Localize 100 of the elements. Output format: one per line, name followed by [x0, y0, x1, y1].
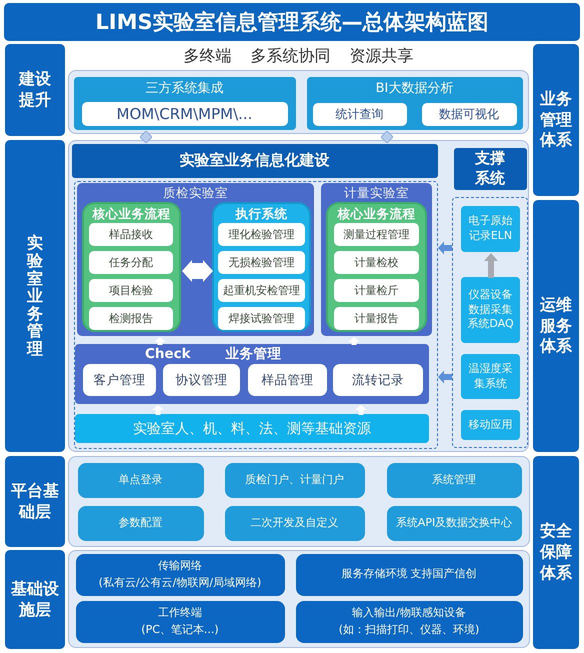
function-card	[163, 364, 240, 396]
panel-title: 业务管理	[226, 346, 282, 363]
platform-label: 质检门户、计量门户	[245, 472, 344, 488]
arrow	[487, 253, 495, 278]
infrastructure-title: 输入输出/物联感知设备	[352, 606, 466, 620]
process-step-card	[218, 307, 305, 330]
group-title: 核心业务流程	[92, 205, 170, 222]
step-label: 焊接试验管理	[228, 311, 294, 326]
infrastructure-detail: (私有云/公有云/物联网/局域网络)	[98, 576, 262, 590]
support-card	[461, 354, 520, 399]
process-step-card	[334, 223, 419, 246]
function-label: 样品管理	[262, 372, 314, 388]
double-arrow	[182, 263, 213, 279]
step-label: 检测报告	[109, 311, 153, 326]
process-step-card	[218, 251, 305, 274]
step-label: 计量检校	[354, 255, 398, 270]
process-group-panel	[82, 202, 181, 332]
platform-card	[386, 462, 522, 498]
resource-bar	[75, 414, 429, 443]
lab-title: 计量实验室	[344, 185, 409, 201]
section-title: 支撑系统	[475, 149, 505, 188]
platform-label: 二次开发及自定义	[250, 516, 338, 530]
layer-label: 建设提升	[19, 69, 51, 111]
lab-panel	[321, 183, 432, 336]
infrastructure-card	[296, 600, 522, 642]
step-label: 无损检验管理	[228, 255, 294, 270]
dashed-group-frame	[452, 196, 528, 448]
layer-label: 业务管理体系	[540, 88, 572, 152]
support-label: 电子原始记录ELN	[468, 214, 514, 244]
step-label: 计量检斤	[354, 283, 398, 298]
support-card	[461, 277, 520, 343]
layer-sidebar	[533, 200, 579, 452]
function-card	[83, 364, 156, 396]
process-step-card	[334, 279, 419, 302]
module-title: BI大数据分析	[376, 80, 454, 96]
function-card	[248, 364, 327, 396]
business-panel	[75, 344, 429, 404]
step-label: 项目检验	[109, 283, 153, 298]
section-title: 实验室业务信息化建设	[180, 151, 330, 170]
platform-label: 系统管理	[432, 472, 476, 488]
infrastructure-detail: (PC、笔记本...)	[141, 622, 219, 638]
infrastructure-title: 传输网络	[158, 558, 202, 574]
platform-card	[386, 506, 522, 540]
module-title: 三方系统集成	[146, 80, 224, 96]
group-title: 执行系统	[236, 205, 288, 222]
panel-title: Check	[145, 346, 191, 363]
process-step-card	[334, 307, 419, 330]
item-card	[312, 102, 406, 126]
process-group-panel	[326, 202, 427, 332]
function-label: 流转记录	[352, 372, 404, 388]
platform-card	[224, 462, 364, 498]
process-step-card	[89, 223, 173, 246]
step-label: 理化检验管理	[228, 227, 294, 242]
layer-label: 安全保障体系	[540, 521, 572, 584]
support-card	[461, 206, 520, 252]
platform-card	[224, 506, 364, 540]
layer-sidebar	[533, 456, 579, 649]
process-step-card	[218, 223, 305, 246]
process-step-card	[89, 251, 173, 274]
layer-sidebar	[5, 44, 65, 136]
function-label: 协议管理	[176, 372, 228, 388]
infrastructure-card	[76, 600, 284, 642]
layer-panel	[68, 456, 530, 547]
process-step-card	[334, 251, 419, 274]
function-label: 客户管理	[94, 372, 146, 388]
step-label: 样品接收	[109, 227, 153, 242]
layer-sidebar	[5, 456, 65, 547]
diagram-title: LIMS实验室信息管理系统—总体架构蓝图	[95, 9, 489, 36]
section-header-bar	[454, 148, 526, 190]
layer-label: 基础设施层	[11, 578, 59, 620]
infrastructure-card	[76, 554, 284, 596]
process-step-card	[89, 279, 173, 302]
lab-panel	[77, 183, 314, 336]
platform-label: 单点登录	[118, 472, 162, 488]
layer-label: 实验室业务管理	[27, 234, 43, 358]
function-card	[333, 364, 423, 396]
layer-sidebar	[5, 550, 65, 649]
infrastructure-title: 工作终端	[158, 606, 202, 620]
group-title: 核心业务流程	[338, 205, 416, 222]
support-label: 仪器设备数据采集系统DAQ	[466, 288, 515, 332]
process-group-panel	[212, 202, 311, 332]
layer-panel	[68, 550, 530, 648]
item-label: 数据可视化	[439, 106, 499, 122]
item-label: MOM\CRM\MPM\...	[116, 104, 252, 122]
infrastructure-card	[296, 554, 522, 596]
step-label: 起重机安检管理	[223, 283, 300, 298]
section-header-bar	[72, 144, 438, 178]
infrastructure-detail: (如：扫描打印、仪器、环境)	[338, 622, 480, 638]
infrastructure-title: 服务存储环境 支持国产信创	[341, 567, 477, 582]
support-card	[461, 410, 520, 440]
step-label: 任务分配	[109, 255, 153, 270]
layer-sidebar	[533, 44, 579, 196]
platform-label: 参数配置	[118, 516, 162, 530]
platform-card	[78, 462, 204, 498]
layer-label: 平台基础层	[11, 480, 59, 522]
step-label: 测量过程管理	[344, 227, 410, 242]
module-panel	[74, 76, 296, 130]
step-label: 计量报告	[354, 311, 398, 326]
lab-title: 质检实验室	[163, 185, 228, 201]
process-step-card	[218, 279, 305, 302]
